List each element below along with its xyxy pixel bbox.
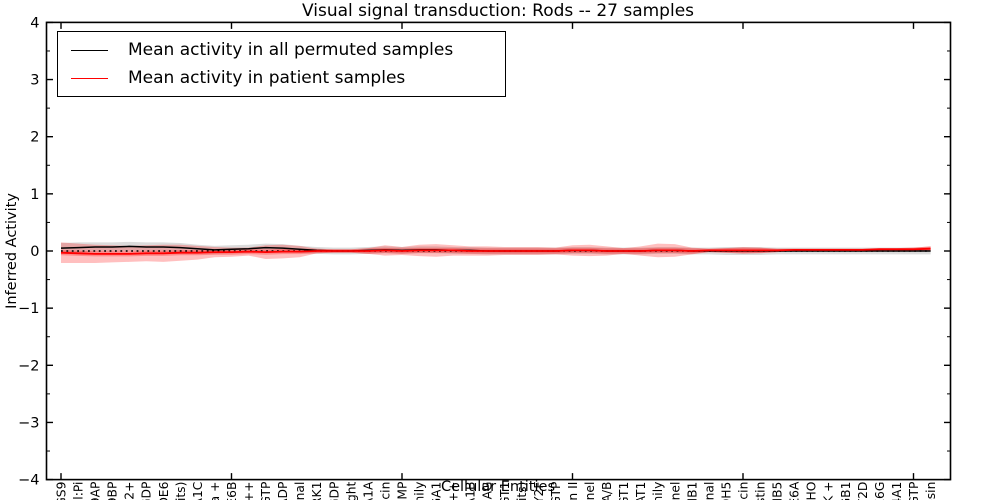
- y-tick-label: −4: [18, 473, 39, 489]
- x-category-label: mol:all-trans-retinal: [293, 482, 307, 500]
- x-category-label: GNGT1: [498, 482, 512, 500]
- y-tick-label: −1: [18, 301, 39, 317]
- x-category-label: mol:GDP: [327, 482, 341, 500]
- x-category-label: SLC24A1: [890, 482, 904, 500]
- x-category-label: CNGA1: [430, 482, 444, 500]
- x-category-label: mol:Ca ++: [242, 482, 256, 500]
- x-category-label: RGS9BP: [106, 482, 120, 500]
- chart-title: Visual signal transduction: Rods -- 27 s…: [301, 1, 695, 21]
- x-category-label: mol:cGMP: [396, 482, 410, 500]
- y-tick-label: 4: [30, 15, 39, 31]
- x-category-label: GUCA1A: [361, 481, 375, 500]
- legend-entry-patient: Mean activity in patient samples: [58, 68, 505, 88]
- x-category-label: mol:Na +: [208, 482, 222, 500]
- x-category-label: RHO: [805, 482, 819, 500]
- y-tick-label: −2: [18, 358, 39, 374]
- x-category-label: Metarhodopsin II: [566, 482, 580, 500]
- x-category-label: GNAT1/GTP: [549, 482, 563, 500]
- x-category-label: GCAP Family/Ca ++: [447, 482, 461, 500]
- x-category-label: GNAT1: [634, 482, 648, 500]
- x-category-label: GC2/GCAP Family: [413, 482, 427, 500]
- x-category-label: RDH5: [719, 482, 733, 500]
- x-category-label: GRK1: [310, 482, 324, 500]
- x-category-label: SAG: [481, 482, 495, 500]
- y-tick-label: −3: [18, 415, 39, 431]
- x-category-label: cGMP/CNG Channel: [668, 482, 682, 500]
- x-category-label: Na + (4 Units): [174, 482, 188, 500]
- x-category-label: PDE6B: [225, 482, 239, 500]
- patient-mean-line: [60, 247, 931, 255]
- x-category-label: GUCY2F: [532, 482, 546, 500]
- x-category-label: PDE6A: [788, 481, 802, 500]
- x-category-label: GNB1/GNGT1: [617, 482, 631, 500]
- y-axis-title: Inferred Activity: [4, 193, 20, 309]
- x-category-label: Metarhodopsin II/Transducin: [378, 482, 392, 500]
- x-axis-title: Cellular Entities: [440, 479, 556, 495]
- y-tick-label: 1: [30, 187, 39, 203]
- patient-line-swatch: [71, 77, 108, 79]
- x-category-label: GUCA1B: [464, 482, 478, 500]
- legend: Mean activity in all permuted samples Me…: [57, 31, 506, 97]
- y-tick-label: 3: [30, 73, 39, 89]
- legend-label: Mean activity in patient samples: [128, 68, 406, 88]
- x-category-label: GNB5: [771, 482, 785, 500]
- x-category-label: PDE6A/B: [600, 482, 614, 500]
- x-category-label: mol:K +: [822, 482, 836, 500]
- y-tick-label: 0: [30, 244, 39, 260]
- permuted-line-swatch: [71, 49, 108, 51]
- x-category-label: mol:GTP: [259, 482, 273, 500]
- x-category-label: GUCY2D: [856, 482, 870, 500]
- legend-label: Mean activity in all permuted samples: [128, 40, 454, 60]
- x-category-label: RGS9-1/Gbeta5/R9AP: [89, 482, 103, 500]
- x-category-label: absorption of light: [344, 481, 358, 500]
- x-category-label: mol:GMP (4 units): [515, 482, 529, 500]
- x-category-label: mol:Pi: [72, 482, 86, 500]
- y-tick-label: 2: [30, 130, 39, 146]
- x-category-label: Metarhodopsin II/Arrestin: [754, 482, 768, 500]
- x-category-label: mol:11-cis-retinal: [702, 482, 716, 500]
- x-category-label: Rhodopsin: [924, 482, 938, 500]
- x-category-label: CNG Channel: [583, 482, 597, 500]
- x-category-label: RGS9: [55, 482, 69, 500]
- x-category-label: GNAT1/GDP: [140, 482, 154, 500]
- legend-entry-permuted: Mean activity in all permuted samples: [58, 40, 505, 60]
- x-category-label: GC1/GCAP Family: [651, 482, 665, 500]
- x-category-label: mol:ADP: [276, 482, 290, 500]
- x-category-label: PDE6: [157, 481, 171, 500]
- x-category-label: CNGB1: [839, 482, 853, 500]
- x-category-label: mol:Ca2+: [123, 482, 137, 500]
- x-category-label: GUCA1C: [191, 482, 205, 500]
- x-category-label: Transducin: [737, 482, 751, 500]
- x-category-label: GNB1: [685, 482, 699, 500]
